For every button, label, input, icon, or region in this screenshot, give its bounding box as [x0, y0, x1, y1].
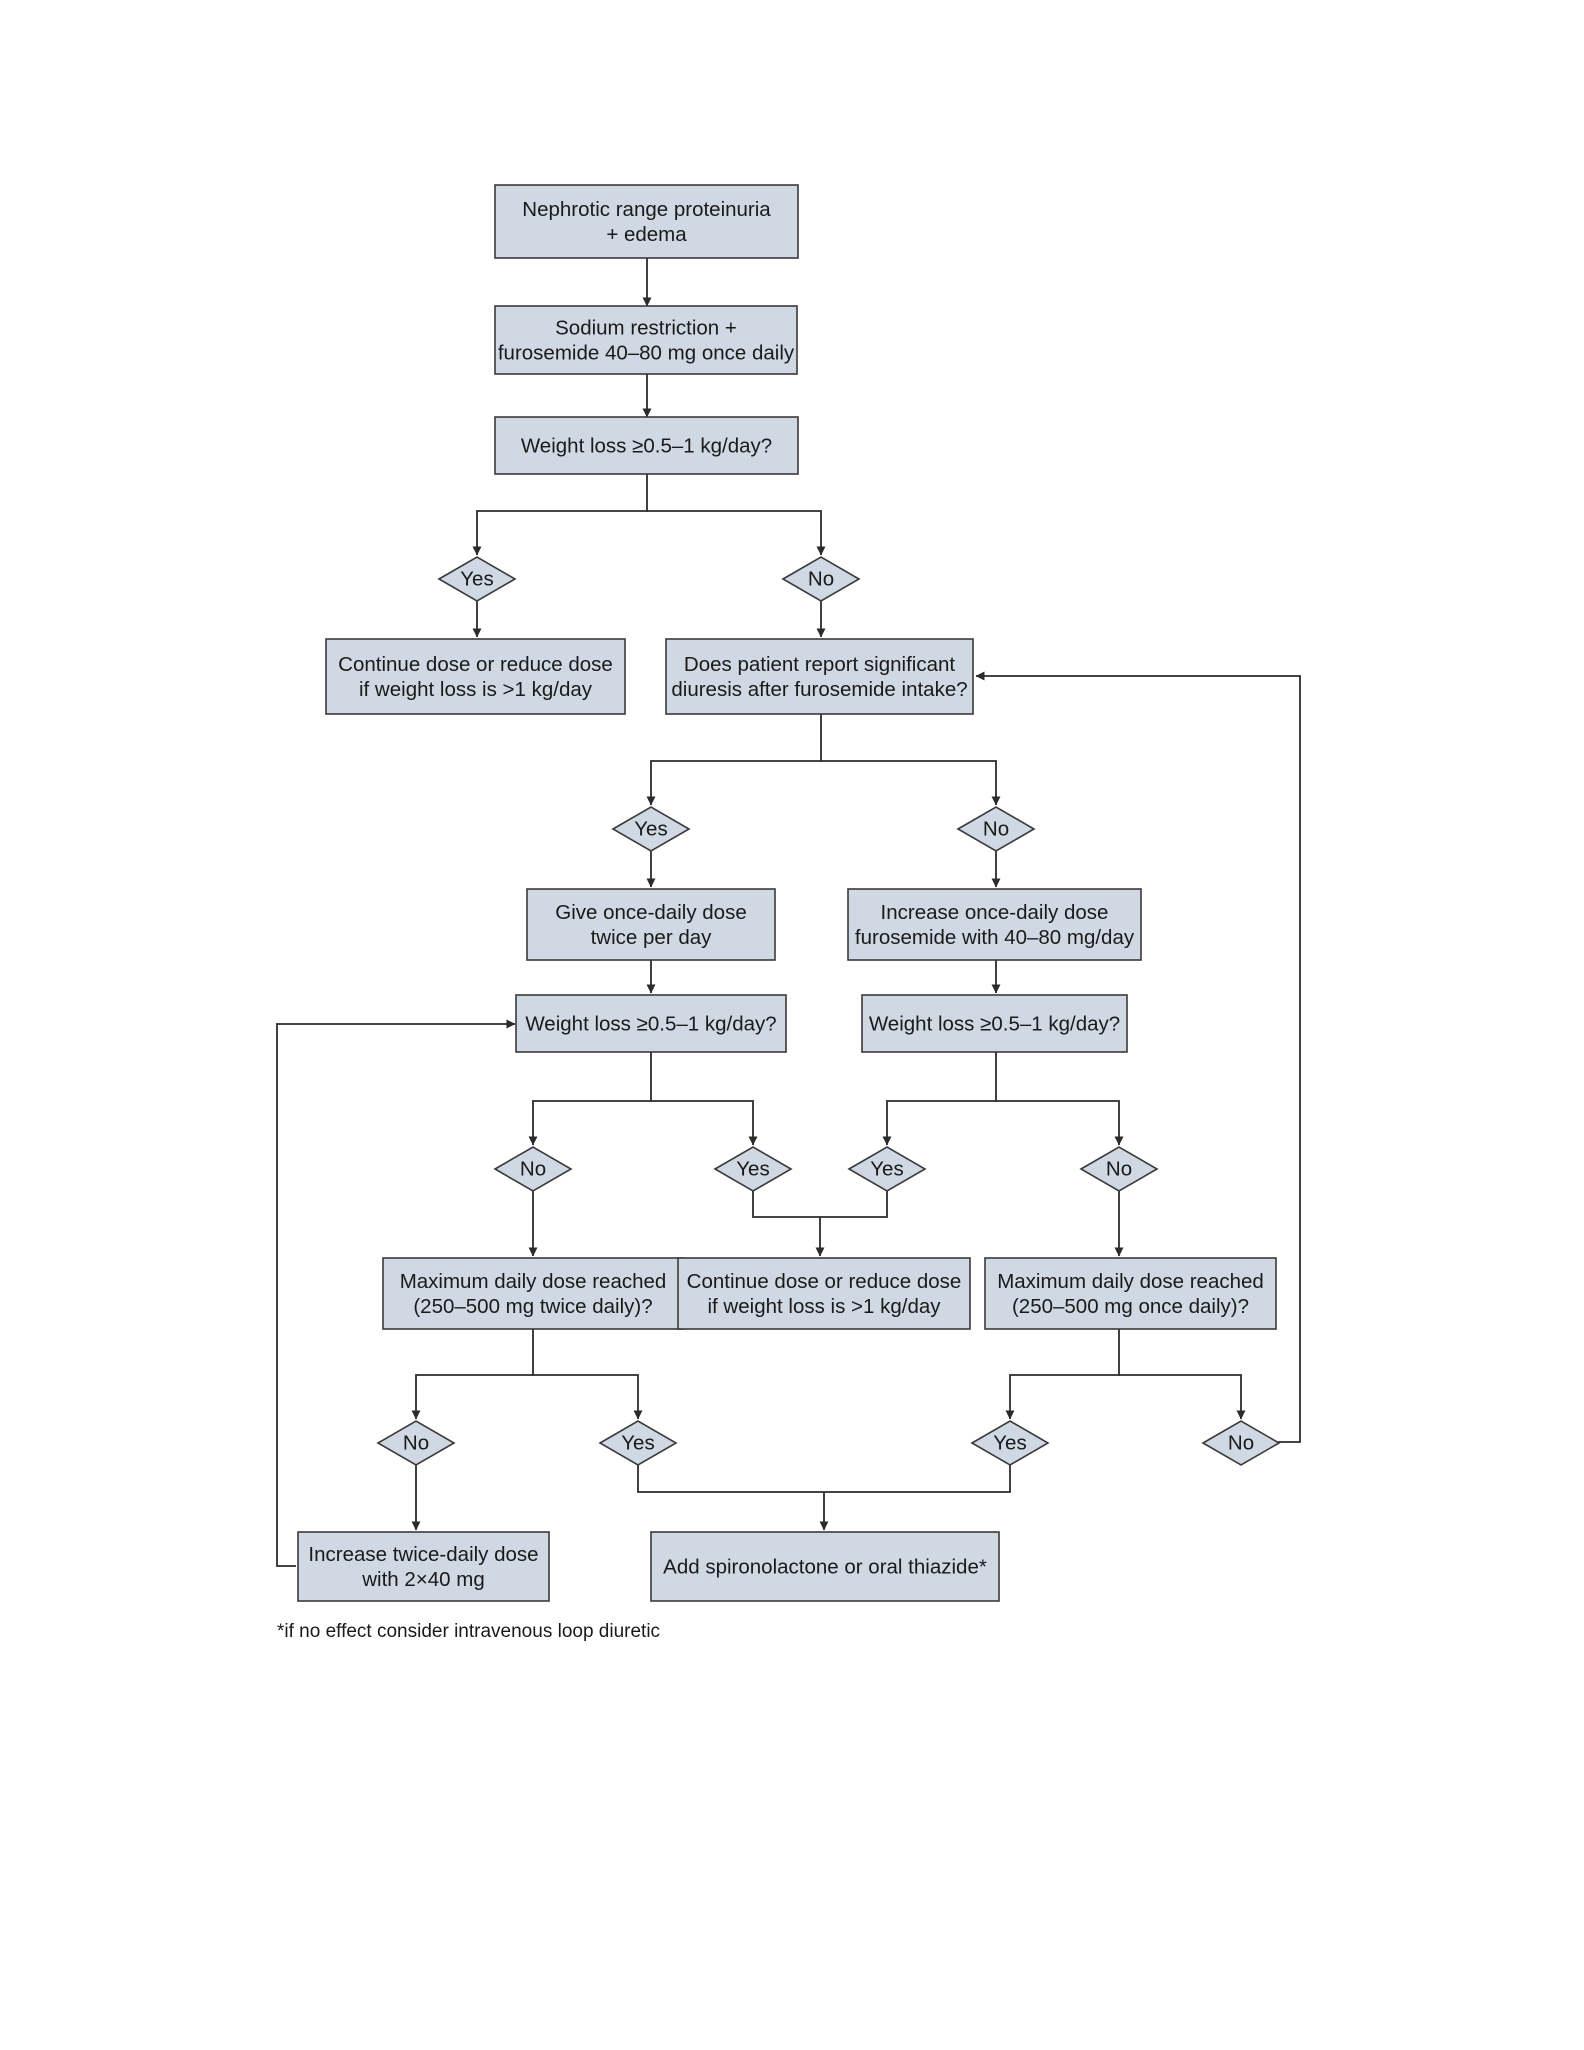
connector [637, 1465, 1011, 1493]
decision-diamond: No [1079, 1146, 1159, 1192]
decision-diamond: No [781, 556, 861, 602]
box-label-line: if weight loss is >1 kg/day [707, 1295, 941, 1318]
decision-label: Yes [870, 1158, 903, 1181]
decision-label: Yes [460, 568, 493, 591]
box-label-line: Maximum daily dose reached [997, 1270, 1264, 1293]
decision-diamond: Yes [437, 556, 517, 602]
box-label-line: Weight loss ≥0.5–1 kg/day? [521, 435, 772, 458]
decision-label: No [983, 818, 1009, 841]
box-label-line: Increase once-daily dose [881, 901, 1109, 924]
connector [411, 1329, 534, 1420]
box-label-line: Nephrotic range proteinuria [522, 198, 771, 221]
decision-label: Yes [634, 818, 667, 841]
connector [533, 1374, 643, 1420]
decision-label: No [1106, 1158, 1132, 1181]
decision-diamond: No [1201, 1420, 1281, 1466]
decision-diamond: No [493, 1146, 573, 1192]
connector [472, 474, 648, 556]
box-initial-treatment: Sodium restriction +furosemide 40–80 mg … [494, 305, 798, 375]
box-label-line: Continue dose or reduce dose [687, 1270, 962, 1293]
footnote: *if no effect consider intravenous loop … [277, 1621, 660, 1642]
box-label-line: with 2×40 mg [361, 1568, 485, 1591]
box-start: Nephrotic range proteinuria+ edema [494, 184, 799, 259]
decision-label: Yes [736, 1158, 769, 1181]
box-label-line: furosemide 40–80 mg once daily [498, 342, 795, 365]
box-label-line: (250–500 mg twice daily)? [413, 1295, 652, 1318]
decision-diamond: Yes [970, 1420, 1050, 1466]
decision-diamond: No [956, 806, 1036, 852]
connector [752, 1191, 888, 1218]
decision-label: No [1228, 1432, 1254, 1455]
box-diuresis-question: Does patient report significantdiuresis … [665, 638, 974, 715]
connector [1119, 1374, 1246, 1420]
box-label-line: Weight loss ≥0.5–1 kg/day? [869, 1013, 1120, 1036]
connector [646, 714, 822, 806]
decision-diamond: Yes [713, 1146, 793, 1192]
box-add-spironolactone: Add spironolactone or oral thiazide* [650, 1531, 1000, 1602]
box-label-line: Add spironolactone or oral thiazide* [663, 1556, 987, 1579]
box-label-line: diuresis after furosemide intake? [671, 678, 967, 701]
connector [647, 510, 826, 556]
box-label-line: twice per day [591, 926, 713, 949]
decision-label: No [403, 1432, 429, 1455]
decision-label: Yes [993, 1432, 1026, 1455]
connector [528, 1052, 652, 1146]
box-label-line: Sodium restriction + [555, 317, 737, 340]
connector [996, 1100, 1124, 1146]
box-label-line: Give once-daily dose [555, 901, 746, 924]
connector [882, 1052, 997, 1146]
decision-label: No [808, 568, 834, 591]
box-label-line: Does patient report significant [684, 653, 956, 676]
box-label-line: + edema [606, 223, 687, 246]
box-label-line: Weight loss ≥0.5–1 kg/day? [525, 1013, 776, 1036]
box-weight-check-1: Weight loss ≥0.5–1 kg/day? [494, 416, 799, 475]
box-max-twice-daily: Maximum daily dose reached(250–500 mg tw… [382, 1257, 684, 1330]
box-label-line: Increase twice-daily dose [308, 1543, 538, 1566]
connector [651, 1100, 758, 1146]
decision-diamond: Yes [598, 1420, 678, 1466]
box-weight-check-2: Weight loss ≥0.5–1 kg/day? [515, 994, 787, 1053]
loop-connector [975, 671, 1301, 1443]
box-max-once-daily: Maximum daily dose reached(250–500 mg on… [984, 1257, 1277, 1330]
loop-connector [276, 1019, 516, 1567]
decision-label: Yes [621, 1432, 654, 1455]
decision-diamond: Yes [611, 806, 691, 852]
connector [821, 760, 1001, 806]
connectors [276, 258, 1301, 1567]
box-label-line: if weight loss is >1 kg/day [359, 678, 593, 701]
box-label-line: Maximum daily dose reached [400, 1270, 667, 1293]
decision-diamond: Yes [847, 1146, 927, 1192]
decision-label: No [520, 1158, 546, 1181]
box-label-line: (250–500 mg once daily)? [1012, 1295, 1249, 1318]
decision-diamond: No [376, 1420, 456, 1466]
box-label-line: furosemide with 40–80 mg/day [855, 926, 1135, 949]
box-label-line: Continue dose or reduce dose [338, 653, 613, 676]
connector [1005, 1329, 1120, 1420]
box-weight-check-3: Weight loss ≥0.5–1 kg/day? [861, 994, 1128, 1053]
